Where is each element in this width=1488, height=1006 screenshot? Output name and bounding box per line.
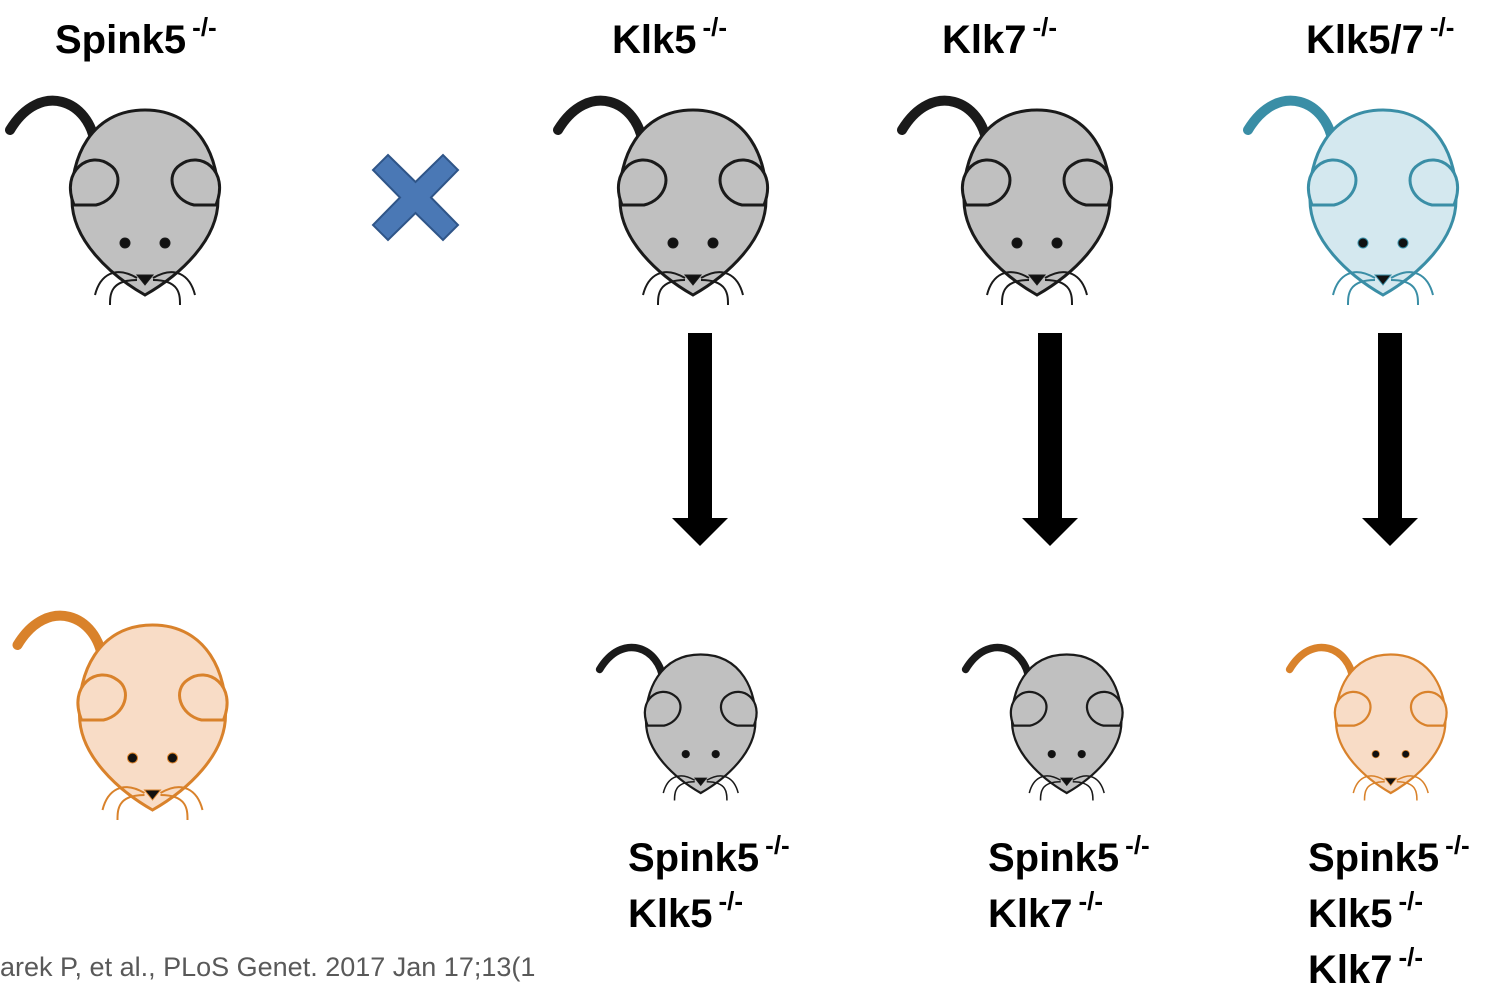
offspring-line: Klk7-/- xyxy=(988,886,1104,936)
mouse-icon xyxy=(592,632,772,808)
offspring-line: Spink5-/- xyxy=(628,830,790,880)
offspring-label-c: Spink5-/- Klk5-/- Klk7-/- xyxy=(1308,830,1470,1006)
label-klk5: Klk5-/- xyxy=(612,12,728,62)
mouse-icon xyxy=(548,80,788,315)
cross-icon xyxy=(371,153,460,242)
mouse-icon xyxy=(0,80,240,315)
mouse-icon xyxy=(0,595,255,830)
label-klk7: Klk7-/- xyxy=(942,12,1058,62)
offspring-line: Klk5-/- xyxy=(628,886,744,936)
offspring-label-a: Spink5-/- Klk5-/- xyxy=(628,830,790,950)
label-spink5: Spink5-/- xyxy=(55,12,217,62)
citation: arek P, et al., PLoS Genet. 2017 Jan 17;… xyxy=(0,952,536,982)
arrow-down-icon xyxy=(1362,333,1418,546)
offspring-line: Klk5-/- xyxy=(1308,886,1424,936)
offspring-line: Spink5-/- xyxy=(988,830,1150,880)
mouse-icon xyxy=(1238,80,1478,315)
mouse-icon xyxy=(958,632,1138,808)
arrow-down-icon xyxy=(1022,333,1078,546)
label-klk5-7: Klk5/7-/- xyxy=(1306,12,1455,62)
offspring-label-b: Spink5-/- Klk7-/- xyxy=(988,830,1150,950)
offspring-line: Klk7-/- xyxy=(1308,942,1424,992)
arrow-down-icon xyxy=(672,333,728,546)
mouse-icon xyxy=(892,80,1132,315)
mouse-icon xyxy=(1282,632,1462,808)
offspring-line: Spink5-/- xyxy=(1308,830,1470,880)
